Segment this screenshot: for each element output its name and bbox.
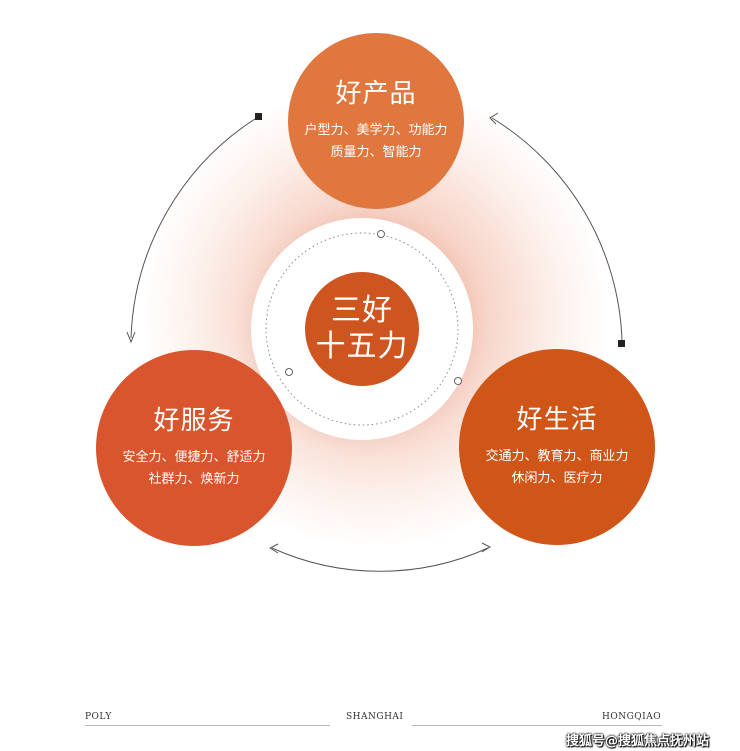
footer-hongqiao: HONGQIAO — [602, 712, 662, 722]
arc-end-square-right — [618, 340, 625, 347]
arc-start-square-left — [255, 113, 262, 120]
orbit-dot-left — [285, 368, 293, 376]
node-product-line2: 质量力、智能力 — [330, 145, 422, 160]
arc-product-to-life — [491, 117, 623, 341]
node-life-title: 好生活 — [516, 405, 598, 435]
footer-rule-right — [412, 725, 662, 726]
dotted-orbit — [265, 232, 459, 426]
node-good-product: 好产品 户型力、美学力、功能力 质量力、智能力 — [288, 33, 464, 209]
footer-shanghai: SHANGHAI — [346, 712, 404, 722]
core-circle: 三好 十五力 — [305, 272, 419, 386]
watermark: 搜狐号@搜狐焦点抚州站 — [566, 734, 710, 749]
footer-poly: POLY — [85, 712, 112, 722]
node-good-life: 好生活 交通力、教育力、商业力 休闲力、医疗力 — [459, 349, 655, 545]
node-product-line1: 户型力、美学力、功能力 — [304, 123, 448, 138]
core-title-line1: 三好 — [331, 293, 393, 328]
orbit-dot-top — [377, 230, 385, 238]
core-title-line2: 十五力 — [315, 329, 409, 364]
arc-product-to-service — [130, 116, 259, 339]
orbit-dot-right — [454, 377, 462, 385]
arc-arrowhead-right-top — [489, 112, 499, 125]
node-life-line2: 休闲力、医疗力 — [511, 471, 603, 486]
footer-rule-left — [85, 725, 330, 726]
node-service-title: 好服务 — [153, 406, 235, 436]
arc-service-to-life — [271, 547, 489, 572]
node-service-line2: 社群力、焕新力 — [148, 472, 240, 487]
node-product-title: 好产品 — [335, 79, 417, 109]
node-good-service: 好服务 安全力、便捷力、舒适力 社群力、焕新力 — [96, 350, 292, 546]
arc-arrowhead-bottom-left — [268, 543, 279, 554]
node-service-line1: 安全力、便捷力、舒适力 — [122, 450, 266, 465]
node-life-line1: 交通力、教育力、商业力 — [485, 449, 629, 464]
arc-arrowhead-left — [126, 331, 136, 344]
arc-arrowhead-bottom-right — [481, 542, 492, 553]
